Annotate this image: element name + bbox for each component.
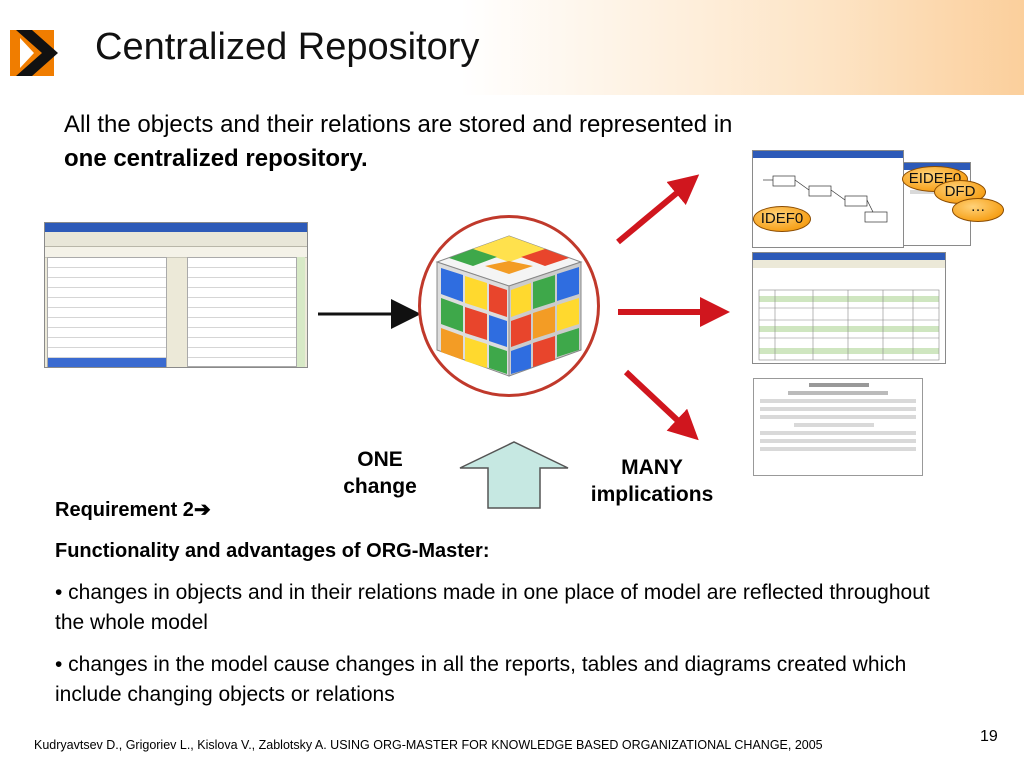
org-master-window-thumbnail (44, 222, 308, 368)
requirement-label: Requirement 2➔ (55, 497, 211, 522)
table-grid-icon (758, 289, 940, 361)
one-change-line1: ONE (357, 448, 403, 471)
many-implications-line1: MANY (621, 456, 683, 479)
requirement-text: Requirement 2 (55, 499, 194, 521)
bubble-idef0: IDEF0 (753, 206, 811, 232)
bullet-item: • changes in objects and in their relati… (55, 581, 930, 634)
cube-circle (418, 215, 600, 397)
footer-citation: Kudryavtsev D., Grigoriev L., Kislova V.… (34, 738, 823, 752)
intro-bold: one centralized repository. (64, 145, 368, 172)
one-change-line2: change (343, 475, 417, 498)
output-arrow-down (623, 369, 699, 441)
functionality-heading: Functionality and advantages of ORG-Mast… (55, 540, 490, 562)
intro-normal: All the objects and their relations are … (64, 111, 733, 138)
up-block-arrow (459, 441, 569, 509)
intro-text: All the objects and their relations are … (64, 108, 904, 176)
page-number: 19 (980, 728, 998, 745)
bullet-item: • changes in the model cause changes in … (55, 653, 907, 706)
diagram-screenshot (752, 150, 904, 248)
rubiks-cube-icon (435, 235, 583, 377)
many-implications-label: MANY implications (570, 454, 734, 508)
one-change-label: ONE change (330, 446, 430, 500)
title-band (0, 0, 1024, 95)
output-arrow-up (616, 174, 700, 245)
bubble-more: … (952, 198, 1004, 222)
diagram-boxes-icon (763, 175, 888, 223)
logo-arrow-icon (10, 30, 58, 76)
table-report-screenshot (752, 252, 946, 364)
arrow-right-icon: ➔ (193, 499, 211, 521)
document-report-screenshot (753, 378, 923, 476)
many-implications-line2: implications (590, 483, 714, 506)
slide-title: Centralized Repository (95, 26, 480, 68)
